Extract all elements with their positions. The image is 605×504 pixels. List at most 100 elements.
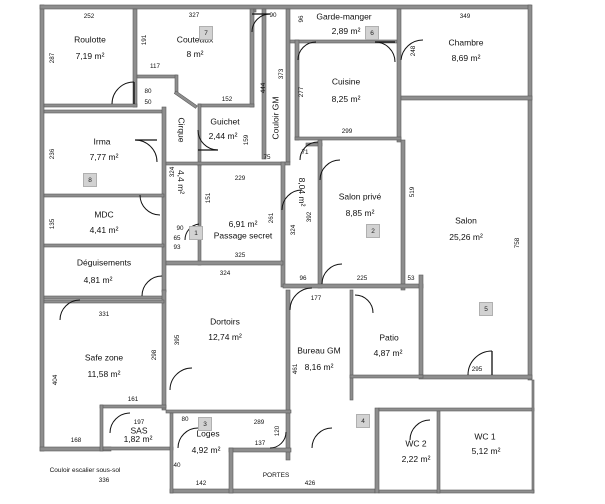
marker-2: 2 xyxy=(366,224,380,238)
room-area-irma: 7,77 m² xyxy=(89,152,119,162)
room-name-irma: Irma xyxy=(93,136,111,147)
dim-label: 426 xyxy=(304,479,316,487)
room-area-wc1: 5,12 m² xyxy=(471,446,501,456)
room-name-cuisine: Cuisine xyxy=(331,76,361,87)
dim-label: 404 xyxy=(51,374,59,386)
dim-label: 90 xyxy=(176,224,184,232)
room-name-mdc: MDC xyxy=(94,209,114,220)
room-area-passage-secret: 6,91 m² xyxy=(228,219,258,229)
room-area-guichet: 2,44 m² xyxy=(208,131,238,141)
room-area-mdc: 4,41 m² xyxy=(89,225,119,235)
room-area-salon: 25,26 m² xyxy=(449,232,483,242)
marker-4: 4 xyxy=(356,414,370,428)
dim-label: 287 xyxy=(48,52,56,64)
room-name-patio: Patio xyxy=(379,332,399,343)
dim-label: 80 xyxy=(144,87,152,95)
dim-label: 324 xyxy=(219,269,231,277)
room-name-chambre: Chambre xyxy=(448,37,484,48)
dim-label: 298 xyxy=(150,349,158,361)
dim-label: 289 xyxy=(253,418,265,426)
room-area-cirque: 4,4 m² xyxy=(176,169,186,195)
dim-label: 331 xyxy=(98,310,110,318)
label-portes: PORTES xyxy=(262,471,290,479)
dim-label: 519 xyxy=(408,186,416,198)
dim-label: 324 xyxy=(289,224,297,236)
dim-label: 135 xyxy=(48,218,56,230)
dim-label: 80 xyxy=(181,415,189,423)
dim-label: 261 xyxy=(267,212,275,224)
dim-label: 324 xyxy=(168,166,176,178)
room-area-roulotte: 7,19 m² xyxy=(75,51,105,61)
dim-label: 137 xyxy=(254,439,266,447)
dim-label: 142 xyxy=(195,479,207,487)
room-area-patio: 4,87 m² xyxy=(373,348,403,358)
room-area-deguisements: 4,81 m² xyxy=(83,275,113,285)
dim-label: 117 xyxy=(149,62,161,70)
dim-label: 191 xyxy=(140,34,148,46)
dim-label: 295 xyxy=(471,365,483,373)
dim-label: 252 xyxy=(83,12,95,20)
dim-label: 40 xyxy=(173,461,181,469)
dim-label: 229 xyxy=(234,174,246,182)
room-area-garde-manger: 2,89 m² xyxy=(331,26,361,36)
dim-label: 71 xyxy=(301,148,309,156)
room-name-guichet: Guichet xyxy=(210,116,240,127)
room-area-wc2: 2,22 m² xyxy=(401,454,431,464)
dim-label: 236 xyxy=(48,148,56,160)
room-name-passage-secret: Passage secret xyxy=(213,230,273,241)
dim-label: 758 xyxy=(513,237,521,249)
dim-label: 168 xyxy=(70,436,82,444)
room-area-bureau-gm: 8,16 m² xyxy=(304,362,334,372)
marker-7: 7 xyxy=(199,26,213,40)
dim-label: 75 xyxy=(263,153,271,161)
marker-1: 1 xyxy=(189,226,203,240)
room-area-chambre: 8,69 m² xyxy=(451,53,481,63)
marker-3: 3 xyxy=(198,417,212,431)
room-area-sas: 1,82 m² xyxy=(123,434,153,444)
room-area-corridor: 8,04 m² xyxy=(297,177,307,207)
exterior-walls xyxy=(39,4,535,494)
dim-label: 65 xyxy=(173,234,181,242)
room-name-couteaux: Couteaux xyxy=(176,34,214,45)
dim-label: 93 xyxy=(173,243,181,251)
room-name-loges: Loges xyxy=(196,428,220,439)
room-area-safe-zone: 11,58 m² xyxy=(87,369,121,379)
dim-label: 197 xyxy=(133,418,145,426)
room-area-dortoirs: 12,74 m² xyxy=(208,332,242,342)
dim-label: 159 xyxy=(242,134,250,146)
room-area-loges: 4,92 m² xyxy=(191,445,221,455)
room-name-salon-prive: Salon privé xyxy=(338,191,382,202)
dim-label: 325 xyxy=(234,251,246,259)
dim-label: 461 xyxy=(291,363,299,375)
room-name-salon: Salon xyxy=(455,215,477,226)
dim-label: 50 xyxy=(144,98,152,106)
room-name-sas: SAS xyxy=(130,425,148,436)
room-area-couteaux: 8 m² xyxy=(186,49,204,59)
room-name-bureau-gm: Bureau GM xyxy=(297,345,341,356)
room-area-cuisine: 8,25 m² xyxy=(331,94,361,104)
room-name-couloir-gm: Couloir GM xyxy=(270,96,281,140)
dim-label: 152 xyxy=(221,95,233,103)
door-swings xyxy=(59,13,493,449)
room-name-deguisements: Déguisements xyxy=(76,257,132,268)
dim-label: 392 xyxy=(305,211,313,223)
interior-walls xyxy=(43,8,533,494)
dim-label: 327 xyxy=(188,11,200,19)
room-name-roulotte: Roulotte xyxy=(74,34,106,45)
dim-label: 225 xyxy=(356,274,368,282)
dim-label: 177 xyxy=(310,294,322,302)
marker-8: 8 xyxy=(83,173,97,187)
dim-label: 395 xyxy=(173,334,181,346)
dim-label: 299 xyxy=(341,127,353,135)
dim-label: 248 xyxy=(409,45,417,57)
dim-label: 151 xyxy=(204,192,212,204)
dim-label: 90 xyxy=(269,11,277,19)
dim-label: 120 xyxy=(273,425,281,437)
room-area-salon-prive: 8,85 m² xyxy=(345,208,375,218)
dim-label: 373 xyxy=(277,68,285,80)
room-name-safe-zone: Safe zone xyxy=(84,352,124,363)
dim-label: 444 xyxy=(259,82,267,94)
dim-label: 349 xyxy=(459,12,471,20)
marker-6: 6 xyxy=(365,26,379,40)
